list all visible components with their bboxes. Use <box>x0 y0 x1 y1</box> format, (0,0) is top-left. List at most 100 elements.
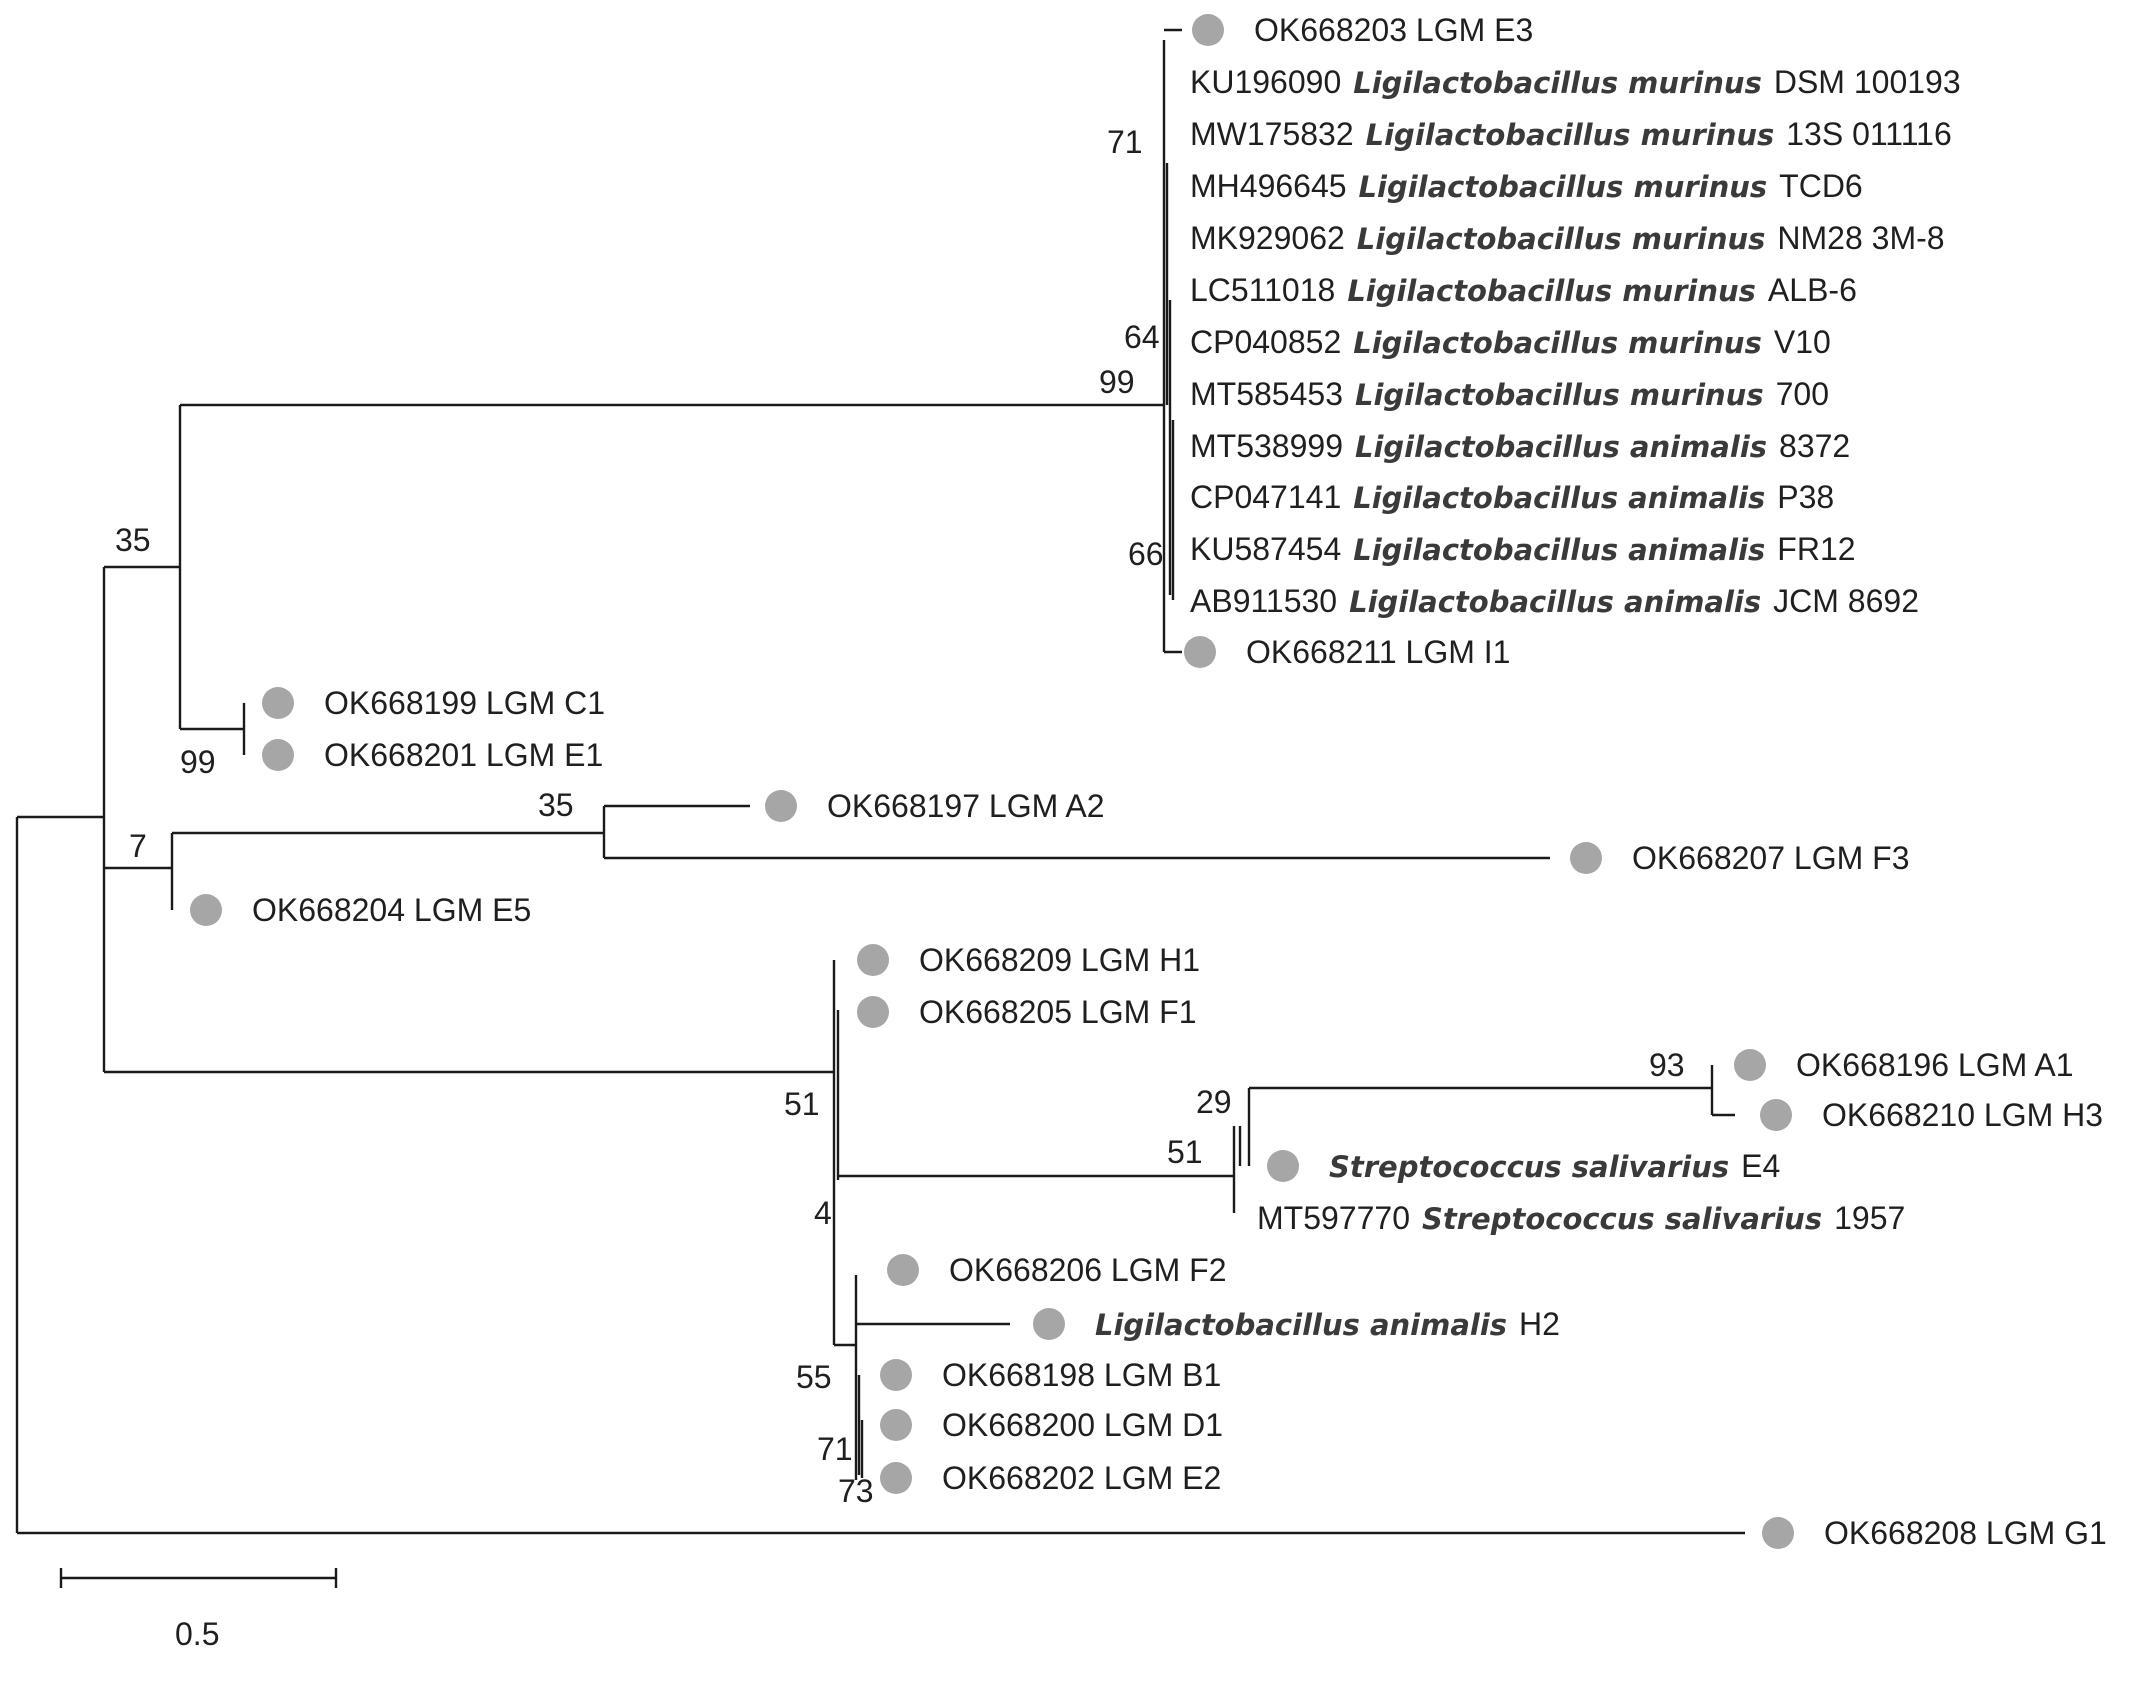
bootstrap-value: 51 <box>1167 1134 1203 1170</box>
leaf-acc: KU196090 <box>1190 64 1341 100</box>
leaf-acc: OK668211 LGM I1 <box>1246 634 1510 670</box>
leaf-21: OK668210 LGM H3 <box>1760 1097 2103 1133</box>
leaf-acc: CP040852 <box>1190 324 1341 360</box>
leaf-species: Ligilactobacillus animalis <box>1353 533 1765 567</box>
leaf-2: MW175832 Ligilactobacillus murinus 13S 011… <box>1190 116 1952 152</box>
bootstrap-value: 55 <box>796 1359 832 1395</box>
leaf-24: OK668206 LGM F2 <box>887 1252 1226 1288</box>
sample-marker-icon <box>262 739 294 771</box>
sample-marker-icon <box>857 944 889 976</box>
sample-marker-icon <box>1570 842 1602 874</box>
leaf-label: OK668211 LGM I1 <box>1246 634 1510 670</box>
leaf-acc: MW175832 <box>1190 116 1354 152</box>
sample-marker-icon <box>1762 1517 1794 1549</box>
leaf-20: OK668196 LGM A1 <box>1734 1047 2074 1083</box>
sample-marker-icon <box>190 894 222 926</box>
bootstrap-value: 93 <box>1649 1047 1685 1083</box>
bootstrap-value: 64 <box>1124 319 1160 355</box>
leaf-strain: 1957 <box>1834 1200 1905 1236</box>
leaf-acc: OK668197 LGM A2 <box>827 788 1105 824</box>
leaf-species: Ligilactobacillus murinus <box>1353 66 1762 100</box>
leaf-acc: OK668198 LGM B1 <box>942 1357 1221 1393</box>
sample-marker-icon <box>887 1254 919 1286</box>
leaf-acc: MT538999 <box>1190 428 1343 464</box>
leaf-label: KU196090 Ligilactobacillus murinus DSM 100… <box>1190 64 1961 100</box>
leaf-strain: V10 <box>1774 324 1831 360</box>
leaf-acc: MT597770 <box>1257 1200 1410 1236</box>
sample-marker-icon <box>1267 1150 1299 1182</box>
sample-marker-icon <box>1760 1099 1792 1131</box>
leaf-12: OK668211 LGM I1 <box>1184 634 1510 670</box>
leaf-species: Ligilactobacillus animalis <box>1355 430 1767 464</box>
leaf-strain: P38 <box>1777 479 1834 515</box>
sample-marker-icon <box>880 1462 912 1494</box>
bootstrap-value: 29 <box>1196 1084 1232 1120</box>
scale-bar: 0.5 <box>59 1568 338 1652</box>
leaf-acc: OK668209 LGM H1 <box>919 942 1200 978</box>
bootstrap-value: 71 <box>817 1431 853 1467</box>
leaf-strain: FR12 <box>1777 531 1855 567</box>
leaf-label: OK668210 LGM H3 <box>1822 1097 2103 1133</box>
leaf-acc: OK668203 LGM E3 <box>1254 12 1533 48</box>
leaf-acc: OK668206 LGM F2 <box>949 1252 1226 1288</box>
leaf-acc: OK668201 LGM E1 <box>324 737 603 773</box>
leaf-28: OK668202 LGM E2 <box>880 1460 1221 1496</box>
leaf-27: OK668200 LGM D1 <box>880 1407 1223 1443</box>
leaf-strain: DSM 100193 <box>1774 64 1961 100</box>
leaf-strain: JCM 8692 <box>1773 583 1919 619</box>
leaf-acc: MK929062 <box>1190 220 1345 256</box>
leaf-acc: OK668207 LGM F3 <box>1632 840 1909 876</box>
leaf-acc: OK668204 LGM E5 <box>252 892 531 928</box>
bootstrap-value: 99 <box>1099 364 1135 400</box>
leaf-acc: MT585453 <box>1190 376 1343 412</box>
leaf-1: KU196090 Ligilactobacillus murinus DSM 100… <box>1190 64 1961 100</box>
leaf-strain: H2 <box>1519 1306 1560 1342</box>
sample-marker-icon <box>765 790 797 822</box>
leaf-acc: OK668202 LGM E2 <box>942 1460 1221 1496</box>
leaf-species: Streptococcus salivarius <box>1329 1150 1729 1184</box>
sample-marker-icon <box>1184 636 1216 668</box>
bootstrap-value: 66 <box>1128 536 1164 572</box>
sample-marker-icon <box>880 1359 912 1391</box>
leaf-species: Ligilactobacillus animalis <box>1353 481 1765 515</box>
leaf-acc: AB911530 <box>1190 583 1337 619</box>
bootstrap-value: 73 <box>838 1473 874 1509</box>
leaf-26: OK668198 LGM B1 <box>880 1357 1221 1393</box>
leaf-label: OK668196 LGM A1 <box>1796 1047 2074 1083</box>
leaf-acc: LC511018 <box>1190 272 1335 308</box>
bootstrap-value: 99 <box>180 744 216 780</box>
leaf-18: OK668209 LGM H1 <box>857 942 1200 978</box>
leaf-acc: OK668210 LGM H3 <box>1822 1097 2103 1133</box>
leaf-strain: 13S 011116 <box>1786 116 1951 152</box>
leaf-label: OK668207 LGM F3 <box>1632 840 1909 876</box>
leaf-label: OK668206 LGM F2 <box>949 1252 1226 1288</box>
leaf-acc: MH496645 <box>1190 168 1347 204</box>
sample-marker-icon <box>1033 1308 1065 1340</box>
sample-marker-icon <box>1192 14 1224 46</box>
leaf-label: OK668199 LGM C1 <box>324 685 605 721</box>
leaf-acc: OK668199 LGM C1 <box>324 685 605 721</box>
leaf-acc: OK668205 LGM F1 <box>919 994 1196 1030</box>
leaf-label: OK668208 LGM G1 <box>1824 1515 2107 1551</box>
leaf-16: OK668207 LGM F3 <box>1570 840 1909 876</box>
leaf-species: Ligilactobacillus murinus <box>1366 118 1775 152</box>
bootstrap-value: 4 <box>814 1195 832 1231</box>
bootstrap-value: 35 <box>538 787 574 823</box>
leaf-label: OK668204 LGM E5 <box>252 892 531 928</box>
